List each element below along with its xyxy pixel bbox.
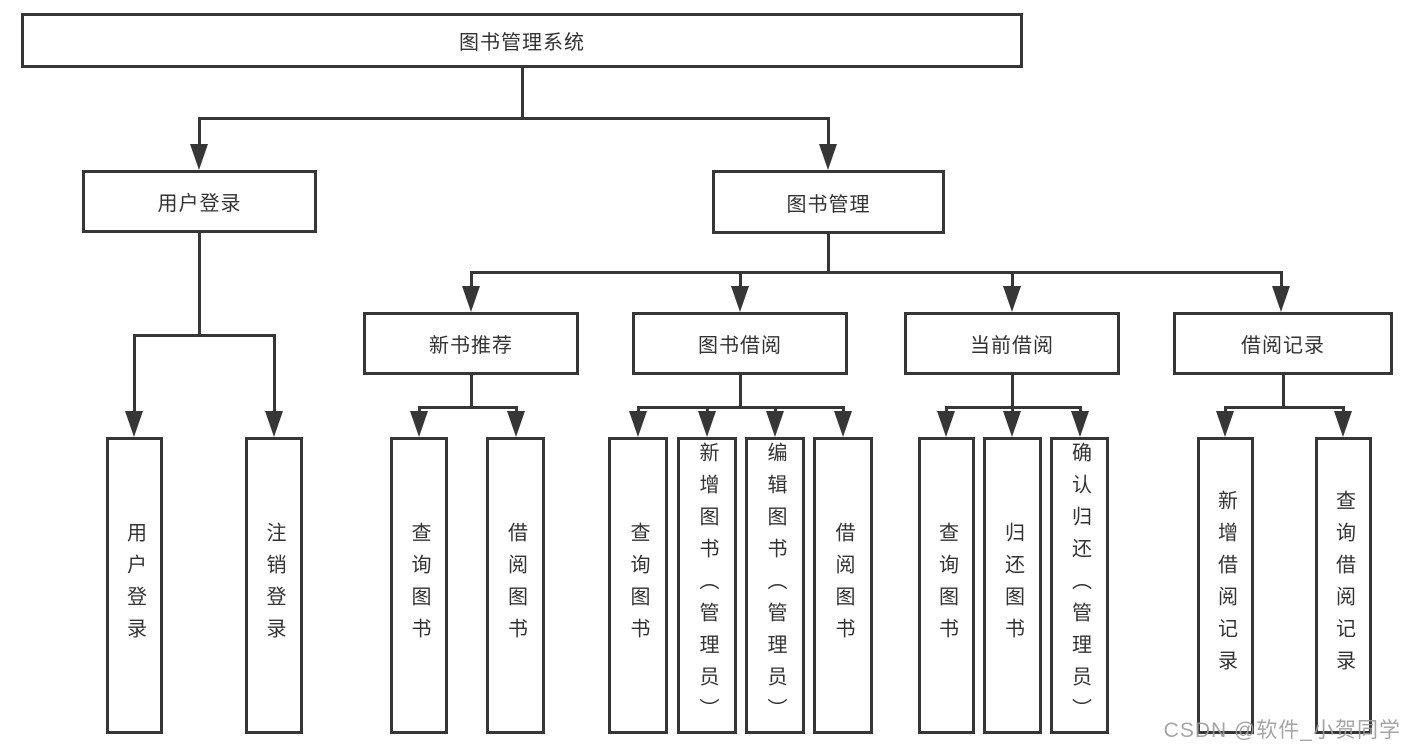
connector-vline (944, 405, 948, 414)
arrowhead-down-icon (1216, 411, 1234, 437)
leaf-query-books-3: 查询图书 (918, 437, 975, 734)
node-book-borrow: 图书借阅 (632, 312, 848, 375)
arrowhead-down-icon (1272, 286, 1290, 312)
arrowhead-down-icon (125, 411, 143, 437)
arrowhead-down-icon (1003, 411, 1021, 437)
connector-vline (1341, 405, 1345, 414)
connector-vline (520, 68, 524, 119)
arrowhead-down-icon (766, 411, 784, 437)
leaf-borrow-books-2: 借阅图书 (813, 437, 873, 734)
arrowhead-down-icon (1071, 411, 1089, 437)
connector-vline (469, 271, 473, 288)
leaf-user-login: 用户登录 (106, 437, 163, 734)
arrowhead-down-icon (629, 411, 647, 437)
leaf-add-books-admin: 新增图书（管理员） (677, 437, 737, 734)
arrowhead-down-icon (937, 411, 955, 437)
connector-vline (1010, 375, 1014, 408)
connector-vline (1279, 271, 1283, 288)
arrowhead-down-icon (834, 411, 852, 437)
arrowhead-down-icon (462, 286, 480, 312)
csdn-watermark: CSDN @软件_小贺同学 (1163, 719, 1401, 742)
leaf-query-books-1: 查询图书 (390, 437, 448, 734)
connector-vline (826, 234, 830, 273)
node-user-login: 用户登录 (82, 170, 317, 233)
connector-hline (417, 405, 518, 409)
connector-hline (132, 333, 276, 337)
connector-vline (1010, 271, 1014, 288)
connector-vline (841, 405, 845, 414)
connector-vline (514, 405, 518, 414)
arrowhead-down-icon (190, 144, 208, 170)
leaf-edit-books-admin: 编辑图书（管理员） (745, 437, 805, 734)
node-current-borrow: 当前借阅 (904, 312, 1120, 375)
arrowhead-down-icon (1334, 411, 1352, 437)
connector-vline (636, 405, 640, 414)
leaf-borrow-books-1: 借阅图书 (486, 437, 545, 734)
connector-hline (469, 270, 1283, 274)
node-borrow-records: 借阅记录 (1173, 312, 1393, 375)
connector-vline (272, 333, 276, 413)
arrowhead-down-icon (507, 411, 525, 437)
leaf-confirm-return-admin: 确认归还（管理员） (1050, 437, 1109, 734)
leaf-logout: 注销登录 (245, 437, 303, 734)
connector-vline (705, 405, 709, 414)
connector-vline (738, 271, 742, 288)
connector-vline (773, 405, 777, 414)
connector-vline (197, 233, 201, 336)
connector-vline (1010, 405, 1014, 414)
arrowhead-down-icon (1003, 286, 1021, 312)
connector-vline (738, 375, 742, 408)
arrowhead-down-icon (410, 411, 428, 437)
connector-vline (826, 116, 830, 147)
connector-hline (636, 405, 845, 409)
connector-hline (944, 405, 1082, 409)
leaf-query-books-2: 查询图书 (608, 437, 668, 734)
connector-vline (1223, 405, 1227, 414)
leaf-query-borrow-record: 查询借阅记录 (1315, 437, 1372, 734)
connector-vline (132, 333, 136, 413)
connector-vline (1281, 375, 1285, 408)
arrowhead-down-icon (698, 411, 716, 437)
arrowhead-down-icon (731, 286, 749, 312)
node-root-system: 图书管理系统 (21, 13, 1023, 68)
connector-vline (417, 405, 421, 414)
leaf-add-borrow-record: 新增借阅记录 (1197, 437, 1254, 734)
arrowhead-down-icon (265, 411, 283, 437)
connector-vline (469, 375, 473, 408)
node-new-book-recommend: 新书推荐 (363, 312, 579, 375)
leaf-return-books: 归还图书 (983, 437, 1042, 734)
arrowhead-down-icon (819, 144, 837, 170)
connector-hline (1223, 405, 1345, 409)
connector-hline (197, 116, 830, 120)
node-book-management: 图书管理 (712, 170, 945, 234)
connector-vline (197, 116, 201, 147)
connector-vline (1078, 405, 1082, 414)
